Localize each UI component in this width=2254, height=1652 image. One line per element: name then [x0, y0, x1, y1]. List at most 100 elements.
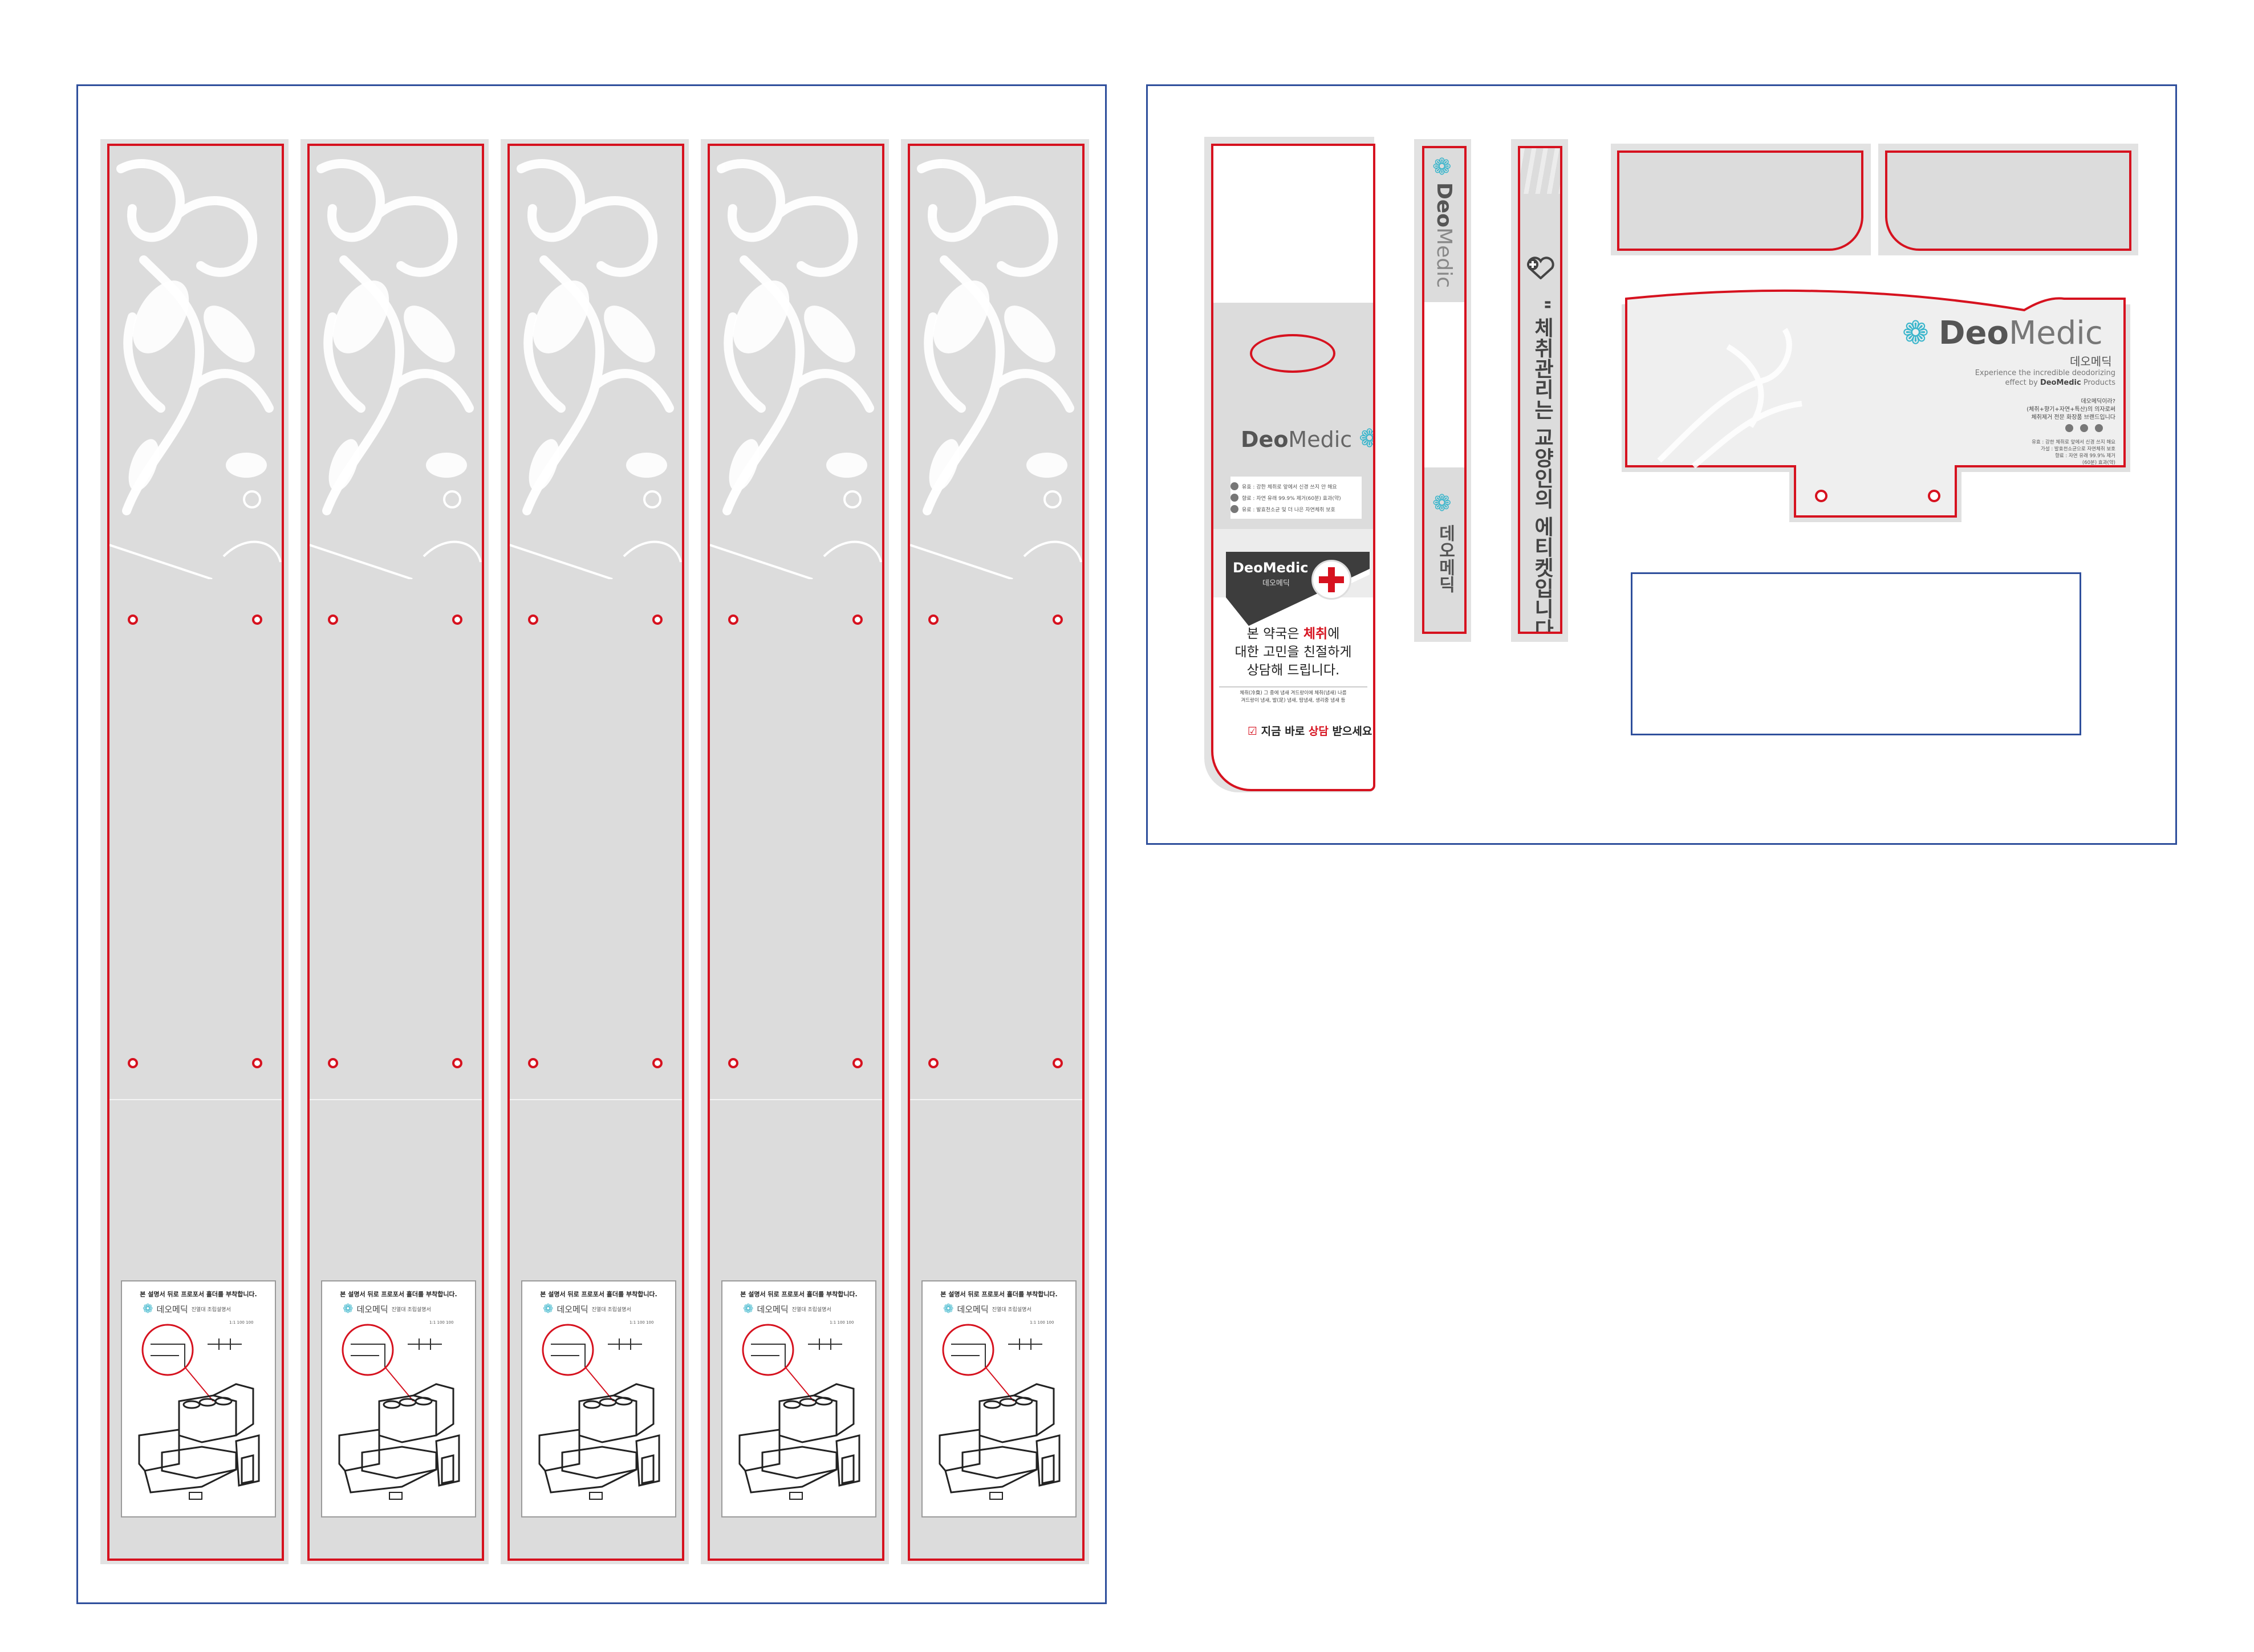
small-lines: 체취(冷臭) 그 중에 냄새 겨드랑이에 체취(냄새) 나름 겨드랑이 냄새, …	[1219, 686, 1367, 705]
logo-deo: Deo	[1241, 427, 1289, 452]
narrow-strip-korean: 데오메딕	[1435, 524, 1455, 593]
header-panel: ❁ DeoMedic 데오메딕 Experience the incredibl…	[1614, 278, 2137, 529]
narrow-strip-bottom-gray	[1424, 467, 1464, 632]
display-strip: 본 설명서 뒤로 프로포서 홀더를 부착합니다. ❁ 데오메딕 진열대 조립설명…	[107, 144, 284, 1561]
mount-hole	[528, 1058, 538, 1068]
card-brand: 데오메딕	[757, 1304, 789, 1315]
instruction-card: 본 설명서 뒤로 프로포서 홀더를 부착합니다. ❁ 데오메딕 진열대 조립설명…	[121, 1280, 276, 1517]
header-info: 유효 : 강한 체취로 앞에서 신경 쓰지 해요 가설 : 발효천소균으로 자연…	[1956, 439, 2115, 466]
header-notes: 데오메딕이라? (체취+향기+자연+특산)의 의자로써 체취제거 전문 화장품 …	[1956, 398, 2115, 422]
header-korean: 데오메딕	[2070, 355, 2112, 368]
empty-box	[1631, 572, 2081, 735]
header-medic: Medic	[2008, 315, 2103, 352]
narrow-strip-top-gray	[1424, 148, 1464, 302]
sun-icon	[2065, 424, 2073, 432]
hand-icon	[2080, 424, 2088, 432]
flower-icon: ❁	[943, 1302, 954, 1316]
mount-hole	[1053, 615, 1063, 625]
note-1: 데오메딕이라?	[2081, 398, 2115, 405]
top-card-left	[1617, 150, 1863, 251]
assembly-diagram	[538, 1324, 660, 1500]
display-strip: 본 설명서 뒤로 프로포서 홀더를 부착합니다. ❁ 데오메딕 진열대 조립설명…	[507, 144, 684, 1561]
instruction-card: 본 설명서 뒤로 프로포서 홀더를 부착합니다. ❁ 데오메딕 진열대 조립설명…	[921, 1280, 1077, 1517]
card-caption: 진열대 조립설명서	[591, 1307, 631, 1313]
card-scale: 1:1 100 100	[830, 1320, 854, 1325]
headline-2: 에	[1327, 626, 1340, 641]
info-3: 향료 : 자연 유래 99.9% 제거	[2055, 453, 2115, 459]
drop-icon	[2095, 424, 2103, 432]
card-caption: 진열대 조립설명서	[391, 1307, 431, 1313]
mount-hole	[1053, 1058, 1063, 1068]
assembly-diagram	[939, 1324, 1061, 1500]
floral-pattern	[109, 159, 282, 579]
tagline-2-prefix: effect by	[2005, 379, 2038, 387]
header-deo: Deo	[1939, 315, 2009, 352]
tall-panel-oval	[1250, 334, 1335, 373]
logo-medic: Medic	[1288, 427, 1353, 452]
info-1: 유효 : 강한 체취로 앞에서 신경 쓰지 해요	[2032, 440, 2115, 445]
slogan-strip-pattern	[1520, 148, 1560, 194]
mount-hole	[328, 615, 338, 625]
headline-highlight: 체취	[1303, 626, 1328, 641]
mount-hole	[252, 1058, 262, 1068]
flower-icon: ❁	[343, 1302, 354, 1316]
narrow-deo: Deo	[1432, 182, 1456, 228]
flower-icon: ❁	[1432, 490, 1452, 516]
cta: ☑ 지금 바로 상담 받으세요	[1248, 723, 1372, 738]
fold-line	[910, 1099, 1082, 1100]
mount-hole	[452, 615, 462, 625]
small-line-2: 겨드랑이 냄새, 발(足) 냄새, 땀냄새, 생리중 냄새 등	[1241, 698, 1346, 703]
header-tagline: Experience the incredible deodorizing ef…	[1950, 368, 2115, 388]
heart-plus-icon	[1526, 257, 1556, 280]
mount-hole	[328, 1058, 338, 1068]
card-title: 본 설명서 뒤로 프로포서 홀더를 부착합니다.	[540, 1291, 657, 1298]
instruction-card: 본 설명서 뒤로 프로포서 홀더를 부착합니다. ❁ 데오메딕 진열대 조립설명…	[321, 1280, 476, 1517]
mount-hole	[928, 615, 939, 625]
mount-hole	[128, 615, 138, 625]
top-card-right	[1885, 150, 2131, 251]
cross-icon	[1311, 560, 1351, 600]
fold-line	[109, 1099, 282, 1100]
flower-icon: ❁	[1432, 154, 1452, 180]
flower-icon: ❁	[1359, 424, 1373, 453]
card-brand: 데오메딕	[557, 1304, 588, 1315]
note-3: 체취제거 전문 화장품 브랜드입니다	[2031, 414, 2115, 421]
tagline-1: Experience the incredible deodorizing	[1975, 369, 2115, 377]
instruction-card: 본 설명서 뒤로 프로포서 홀더를 부착합니다. ❁ 데오메딕 진열대 조립설명…	[521, 1280, 676, 1517]
small-line-1: 체취(冷臭) 그 중에 냄새 겨드랑이에 체취(냄새) 나름	[1240, 690, 1347, 696]
card-brand: 데오메딕	[156, 1304, 188, 1315]
card-title: 본 설명서 뒤로 프로포서 홀더를 부착합니다.	[340, 1291, 457, 1298]
instruction-card: 본 설명서 뒤로 프로포서 홀더를 부착합니다. ❁ 데오메딕 진열대 조립설명…	[721, 1280, 876, 1517]
fold-line	[310, 1099, 482, 1100]
floral-pattern	[910, 159, 1082, 579]
flower-icon: ❁	[143, 1302, 153, 1316]
mount-hole	[652, 1058, 663, 1068]
info-row-2: 향료 : 자연 유래 99.9% 제거(60분) 효과(약)	[1242, 495, 1341, 502]
badge-korean: 데오메딕	[1262, 579, 1290, 588]
fold-line	[710, 1099, 882, 1100]
narrow-strip-brand: DeoMedic	[1432, 182, 1456, 288]
cta-prefix: 지금 바로	[1261, 725, 1305, 738]
mount-hole	[852, 1058, 863, 1068]
mount-hole	[728, 615, 738, 625]
badge: DeoMedic 데오메딕	[1226, 552, 1370, 626]
floral-pattern	[310, 159, 482, 579]
narrow-strip: ❁ DeoMedic ❁ 데오메딕	[1422, 146, 1467, 634]
badge-brand: DeoMedic	[1233, 560, 1309, 576]
mount-hole	[128, 1058, 138, 1068]
mount-hole	[928, 1058, 939, 1068]
headline-1: 본 약국은	[1246, 626, 1299, 641]
card-title: 본 설명서 뒤로 프로포서 홀더를 부착합니다.	[740, 1291, 858, 1298]
assembly-diagram	[738, 1324, 860, 1500]
floral-pattern	[710, 159, 882, 579]
header-brand: DeoMedic	[1939, 315, 2103, 352]
mount-hole	[728, 1058, 738, 1068]
mount-hole	[252, 615, 262, 625]
note-2: (체취+향기+자연+특산)의 의자로써	[2026, 406, 2115, 413]
info-2: 가설 : 발효천소균으로 자연체취 보호	[2041, 446, 2115, 452]
headline-3: 대한 고민을 친절하게	[1234, 645, 1352, 660]
flower-icon: ❁	[1902, 315, 1929, 352]
card-scale: 1:1 100 100	[630, 1320, 654, 1325]
flower-icon: ❁	[743, 1302, 754, 1316]
card-caption: 진열대 조립설명서	[791, 1307, 831, 1313]
